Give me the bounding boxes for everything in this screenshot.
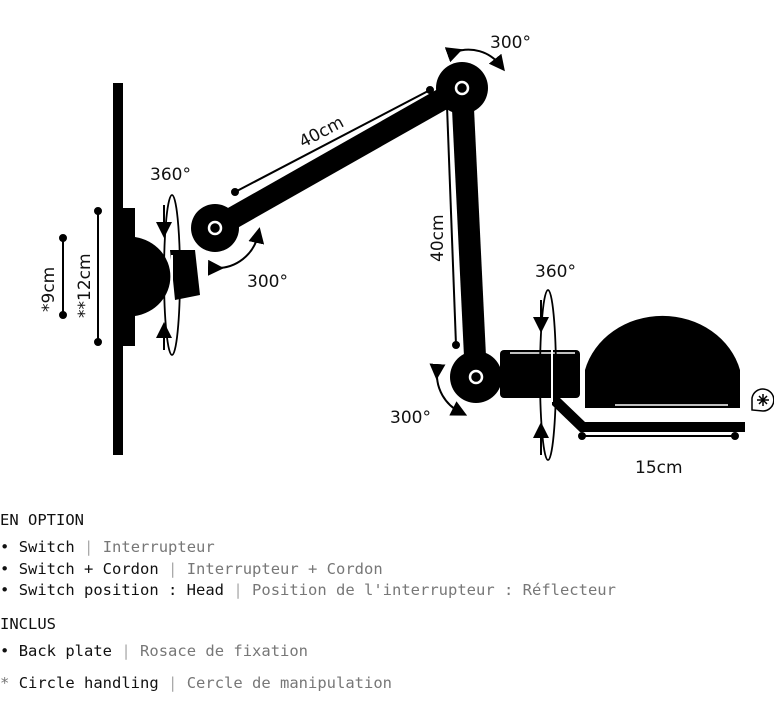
head-rotation-ellipse	[539, 289, 557, 461]
dim-head-label: 15cm	[635, 458, 683, 478]
joint-1	[191, 204, 239, 252]
joint-2	[436, 62, 488, 114]
note-mark: *	[0, 674, 10, 692]
separator: |	[168, 674, 178, 692]
back-plate-dimensions	[59, 207, 102, 346]
option-heading: EN OPTION	[0, 511, 84, 529]
bullet: •	[0, 559, 10, 578]
lamp-diagram: *9cm **12cm 40cm 40cm 15cm 360° 300° 300…	[39, 33, 774, 478]
option-item: • Switch position : Head | Position de l…	[0, 580, 616, 602]
separator: |	[168, 559, 178, 578]
option-fr: Position de l'interrupteur : Réflecteur	[252, 581, 616, 599]
separator: |	[121, 641, 131, 660]
arm-1	[209, 78, 468, 238]
option-item: • Switch + Cordon | Interrupteur + Cordo…	[0, 559, 616, 581]
wall	[113, 83, 123, 455]
base-rotation-ellipse	[163, 194, 181, 356]
note-en: Circle handling	[18, 674, 159, 692]
option-en: Switch position : Head	[18, 581, 224, 599]
separator: |	[84, 538, 94, 556]
joint-3	[450, 351, 502, 403]
rotation-elbow2-label: 300°	[247, 272, 288, 292]
arm-2	[451, 87, 487, 378]
rotation-elbow3-label: 300°	[390, 408, 431, 428]
bullet: •	[0, 538, 10, 556]
bullet: •	[0, 581, 10, 599]
option-en: Switch + Cordon	[18, 559, 159, 578]
dim-9cm-label: *9cm	[39, 267, 59, 312]
option-en: Switch	[18, 538, 75, 556]
flower-badge-icon	[751, 388, 774, 412]
option-fr: Interrupteur	[102, 538, 215, 556]
rotation-base-label: 360°	[150, 165, 191, 185]
option-item: • Switch | Interrupteur	[0, 537, 616, 559]
included-item: • Back plate | Rosace de fixation	[0, 641, 616, 663]
lamp-head	[500, 315, 745, 432]
option-fr: Interrupteur + Cordon	[186, 559, 383, 578]
dim-arm2-label: 40cm	[428, 214, 448, 262]
specifications: EN OPTION • Switch | Interrupteur • Swit…	[0, 510, 616, 695]
rotation-head-label: 360°	[535, 262, 576, 282]
rotation-arrows	[207, 47, 505, 416]
separator: |	[233, 581, 243, 599]
rotation-elbow1-label: 300°	[490, 33, 531, 53]
note-fr: Cercle de manipulation	[186, 674, 393, 692]
included-fr: Rosace de fixation	[140, 641, 309, 660]
included-heading: INCLUS	[0, 614, 56, 633]
included-en: Back plate	[18, 641, 113, 660]
bullet: •	[0, 641, 10, 660]
arm-dimensions	[231, 86, 739, 440]
note-item: * Circle handling | Cercle de manipulati…	[0, 673, 616, 695]
back-plate	[123, 208, 200, 346]
dim-12cm-label: **12cm	[75, 253, 95, 318]
